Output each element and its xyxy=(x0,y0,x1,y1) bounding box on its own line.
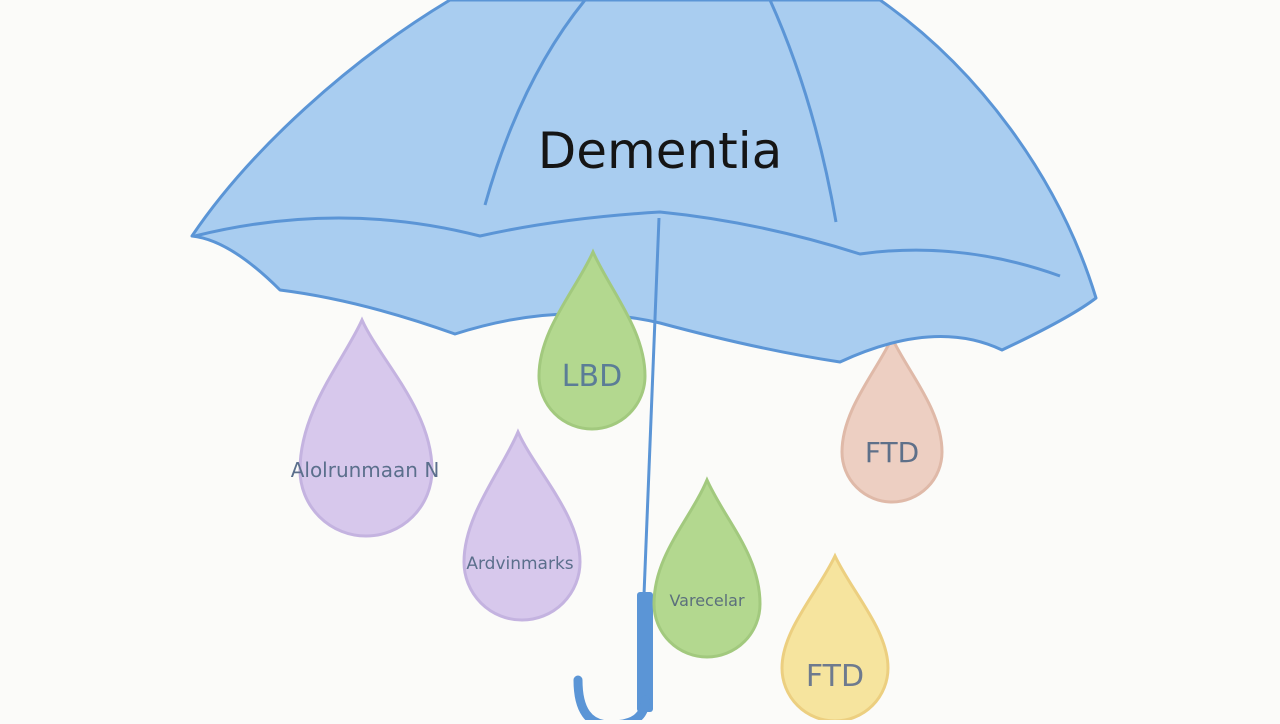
drop-shape-lbd xyxy=(537,248,647,431)
drop-shape-ftd-upper xyxy=(840,334,944,504)
drop-label-lbd: LBD xyxy=(562,359,622,394)
drop-label-alzheimers: Alolrunmaan N xyxy=(291,458,440,482)
drop-vascular: Varecelar xyxy=(652,476,762,659)
umbrella-rim-line xyxy=(194,210,1061,278)
umbrella-rib-left xyxy=(483,0,587,206)
umbrella-title: Dementia xyxy=(538,122,783,180)
drop-shape-vascular xyxy=(652,476,762,659)
drop-shape-alzheimers xyxy=(298,316,434,538)
drop-alzheimers: Alolrunmaan N xyxy=(291,316,440,538)
umbrella-rib-right xyxy=(768,0,838,223)
drop-ftd-lower: FTD xyxy=(780,552,890,723)
drop-label-ftd-lower: FTD xyxy=(806,659,864,694)
drop-label-ardvinmarks: Ardvinmarks xyxy=(466,554,573,574)
drop-shape-ardvinmarks xyxy=(462,428,582,622)
umbrella-handle-grip xyxy=(637,592,653,712)
umbrella-canopy xyxy=(190,0,1098,364)
drop-lbd: LBD xyxy=(537,248,647,431)
umbrella: Dementia xyxy=(190,0,1098,364)
umbrella-handle-hook xyxy=(573,675,650,724)
drop-label-ftd-upper: FTD xyxy=(865,436,919,469)
umbrella-shaft xyxy=(641,217,661,621)
drop-label-vascular: Varecelar xyxy=(669,591,744,610)
drop-ftd-upper: FTD xyxy=(840,334,944,504)
drop-ardvinmarks: Ardvinmarks xyxy=(462,428,582,622)
umbrella-shaft-group xyxy=(573,217,661,724)
drop-shape-ftd-lower xyxy=(780,552,890,723)
